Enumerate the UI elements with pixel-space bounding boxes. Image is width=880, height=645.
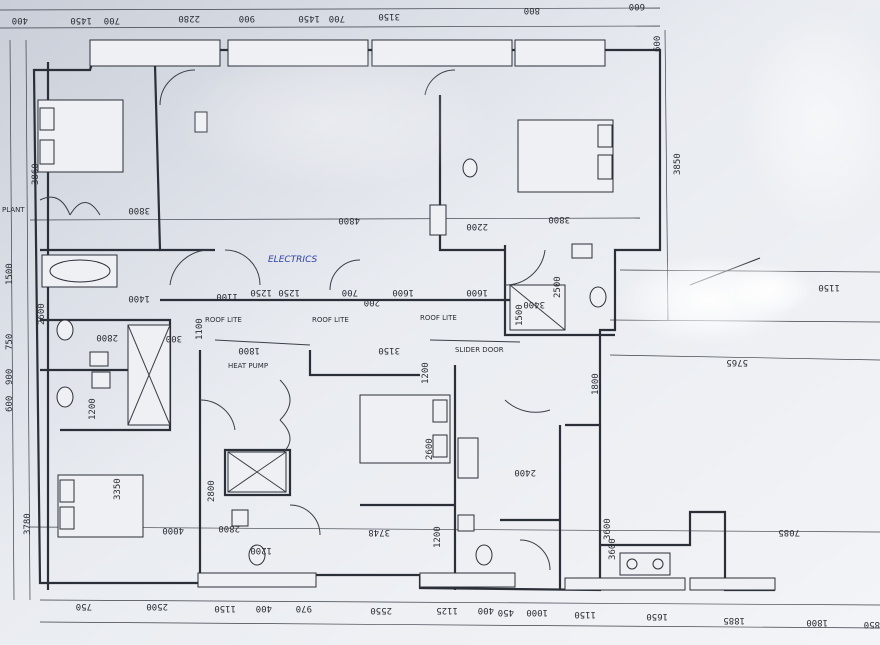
interior-dims-label: 2400 [514, 467, 536, 477]
electrics-label: ELECTRICS [268, 255, 318, 265]
left-dimensions: 1500 750 900 600 3780 3860 [5, 163, 41, 535]
left-dims-label: 900 [5, 369, 15, 385]
bottom-dims-label: 2500 [146, 601, 168, 611]
right-dims-label: 3850 [673, 153, 683, 175]
bottom-dims-label: 1800 [806, 617, 828, 627]
interior-dims-label: 3350 [113, 478, 123, 500]
bottom-dims-label: 400 [478, 605, 494, 615]
left-dims-label: 3860 [31, 163, 41, 185]
roof-lite-a-label: ROOF LITE [205, 316, 242, 324]
interior-dims-label: 2500 [553, 276, 563, 298]
interior-dims-label: 3800 [548, 214, 570, 224]
right-dims-label: 600 [653, 36, 663, 52]
bottom-dims-label: 450 [498, 607, 514, 617]
heat-pump-label: HEAT PUMP [228, 362, 268, 370]
interior-dims-label: 1600 [466, 287, 488, 297]
interior-dims-label: 5765 [726, 357, 748, 367]
door-swing-icon [39, 69, 551, 571]
interior-dims-label: 3748 [368, 527, 390, 537]
top-dims-label: 1450 [298, 13, 320, 23]
interior-dims-label: 3400 [523, 299, 545, 309]
glare-reflection [170, 10, 880, 345]
top-dims-label: 400 [12, 15, 28, 25]
bottom-dims-label: 1150 [574, 609, 596, 619]
room-labels: ELECTRICS HEAT PUMP ROOF LITE ROOF LITE … [2, 206, 504, 370]
interior-dims-label: 2800 [96, 332, 118, 342]
interior-dims-label: 3600 [608, 538, 618, 560]
interior-dims-label: 1800 [238, 345, 260, 355]
interior-dims-label: 1400 [128, 293, 150, 303]
right-dimensions: 3850 3600 1800 600 [591, 36, 683, 540]
bottom-dims-label: 1650 [646, 611, 668, 621]
top-dims-label: 1450 [70, 15, 92, 25]
interior-dims-label: 1150 [818, 282, 840, 292]
interior-dims-label: 4800 [338, 215, 360, 225]
basin-icon [89, 111, 593, 532]
interior-dims-label: 2200 [466, 221, 488, 231]
top-dims-label: 900 [239, 13, 255, 23]
bottom-dims-label: 970 [296, 603, 312, 613]
bottom-dims-label: 1150 [214, 603, 236, 613]
bottom-dims-label: 1000 [526, 607, 548, 617]
bottom-dims-label: 1885 [723, 615, 745, 625]
interior-dimensions: 3800 4800 3800 1400 2600 2800 1200 1800 1100 2800… [37, 205, 840, 560]
interior-dims-label: 1200 [250, 545, 272, 555]
right-dims-label: 1800 [591, 373, 601, 395]
interior-dims-label: 1100 [195, 318, 205, 340]
interior-dims-label: 1200 [88, 398, 98, 420]
interior-dims-label: 1250 [250, 287, 272, 297]
top-dims-label: 700 [104, 15, 120, 25]
slider-door-label: SLIDER DOOR [455, 346, 504, 354]
interior-dims-label: 2800 [218, 523, 240, 533]
interior-dims-label: 1100 [216, 291, 238, 301]
bottom-dims-label: 750 [76, 601, 92, 611]
bath-icon [41, 254, 118, 288]
bed-icon [37, 99, 614, 538]
top-dims-label: 800 [524, 5, 540, 15]
bottom-dims-label: 2550 [370, 605, 392, 615]
top-dimensions: 400 1450 700 2280 900 1450 700 3150 800 600 [12, 1, 645, 25]
interior-dims-label: 1500 [515, 304, 525, 326]
right-dims-label: 3600 [603, 518, 613, 540]
roof-lite-b-label: ROOF LITE [312, 316, 349, 324]
toilet-icon [56, 158, 607, 566]
left-dims-label: 1500 [5, 263, 15, 285]
kitchen-sink-icon [619, 552, 671, 576]
left-dims-label: 750 [5, 334, 15, 350]
interior-dims-label: 1200 [433, 526, 443, 548]
left-dims-label: 3780 [23, 513, 33, 535]
interior-dims-label: 2600 [37, 303, 47, 325]
bottom-dims-label: 1125 [436, 605, 458, 615]
interior-dims-label: 4000 [162, 525, 184, 535]
interior-dims-label: 300 [166, 333, 182, 343]
plant-label: PLANT [2, 206, 25, 214]
interior-dims-label: 2600 [425, 438, 435, 460]
interior-dims-label: 200 [364, 297, 380, 307]
interior-dims-label: 1250 [278, 287, 300, 297]
left-dims-label: 600 [5, 396, 15, 412]
bottom-dims-label: 400 [256, 603, 272, 613]
interior-dims-label: 1200 [421, 362, 431, 384]
interior-dims-label: 2800 [207, 480, 217, 502]
top-dims-label: 600 [629, 1, 645, 11]
interior-dims-label: 1600 [392, 287, 414, 297]
bottom-dims-label: 850 [864, 619, 880, 629]
interior-dims-label: 3800 [128, 205, 150, 215]
top-dims-label: 2280 [178, 13, 200, 23]
top-dims-label: 700 [329, 13, 345, 23]
roof-lite-c-label: ROOF LITE [420, 314, 457, 322]
interior-dims-label: 7085 [778, 527, 800, 537]
interior-dims-label: 700 [342, 287, 358, 297]
interior-dims-label: 3150 [378, 345, 400, 355]
shower-icon [127, 284, 566, 493]
bottom-dimensions: 750 2500 1150 400 970 2550 1125 400 450 1000 1150 1… [76, 601, 880, 629]
top-dims-label: 3150 [378, 11, 400, 21]
